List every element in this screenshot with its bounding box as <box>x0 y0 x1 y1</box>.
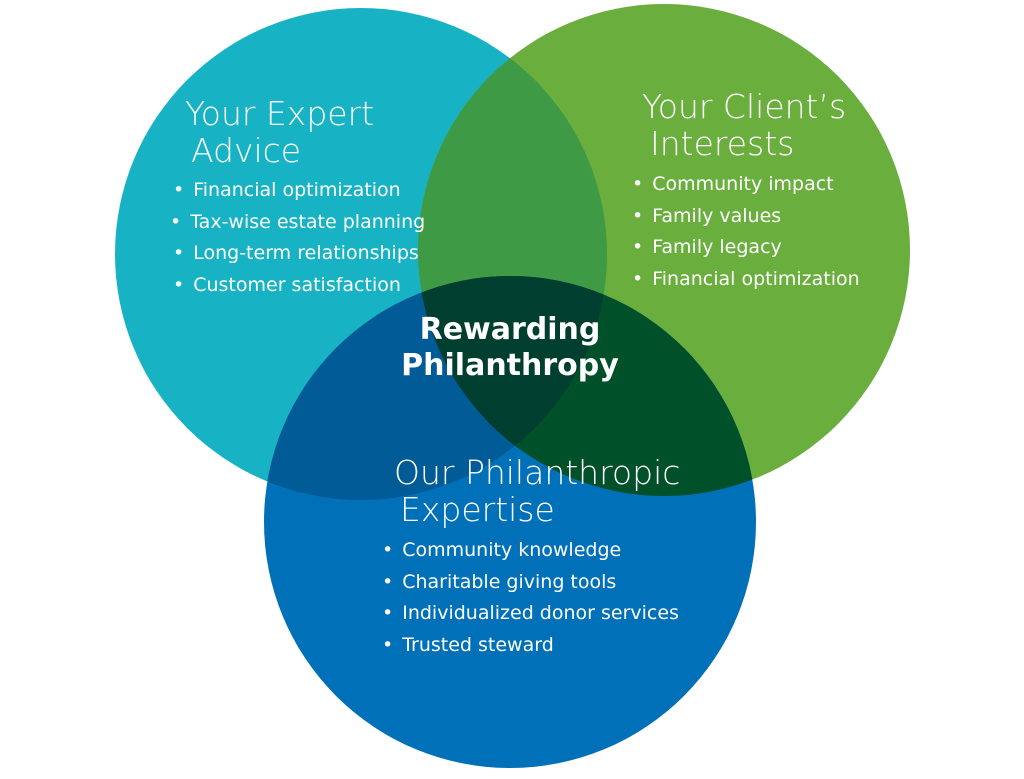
center-label-line: Rewarding <box>419 312 601 347</box>
title-line: Advice <box>191 131 302 170</box>
list-item: Long-term relationships <box>173 238 425 270</box>
list-item: Tax-wise estate planning <box>170 207 425 239</box>
overlap-advice-expertise <box>264 276 607 500</box>
title-client-interests: Your Client’s Interests <box>642 88 846 162</box>
title-philanthropic-expertise: Our Philanthropic Expertise <box>394 454 680 528</box>
center-label: Rewarding Philanthropy <box>390 312 630 384</box>
list-item: Individualized donor services <box>382 598 679 630</box>
list-item: Charitable giving tools <box>382 567 679 599</box>
list-philanthropic-expertise: Community knowledge Charitable giving to… <box>382 535 679 661</box>
title-line: Our Philanthropic <box>394 453 681 492</box>
list-item: Trusted steward <box>382 630 679 662</box>
list-client-interests: Community impact Family values Family le… <box>632 169 860 296</box>
list-item: Financial optimization <box>632 264 859 296</box>
list-item: Community impact <box>632 169 860 201</box>
title-line: Expertise <box>400 490 555 529</box>
title-expert-advice: Your Expert Advice <box>185 95 374 169</box>
list-item: Customer satisfaction <box>173 270 425 302</box>
list-item: Community knowledge <box>382 535 679 567</box>
title-line: Your Client’s <box>642 87 847 126</box>
list-item: Family values <box>632 201 860 233</box>
list-item: Family legacy <box>632 232 860 264</box>
overlap-interests-expertise <box>418 276 756 496</box>
title-line: Interests <box>650 124 795 163</box>
list-item: Financial optimization <box>173 175 425 207</box>
title-line: Your Expert <box>185 94 375 133</box>
center-label-line: Philanthropy <box>401 348 619 383</box>
list-expert-advice: Financial optimization Tax-wise estate p… <box>173 175 425 301</box>
